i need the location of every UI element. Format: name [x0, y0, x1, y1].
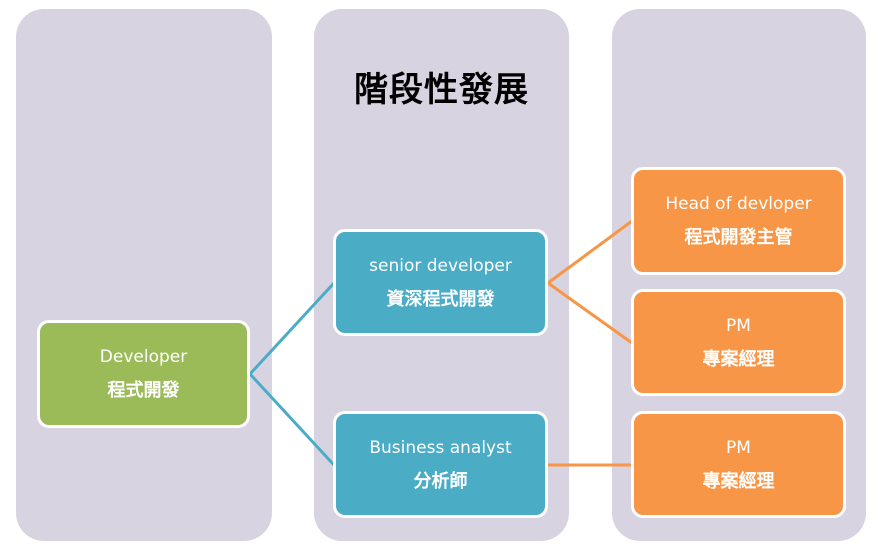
diagram-title: 階段性發展 — [354, 70, 529, 110]
node-business-analyst: Business analyst 分析師 — [333, 411, 548, 518]
node-label-zh: 專案經理 — [702, 470, 775, 492]
edge-senior-head — [547, 219, 633, 285]
node-label-en: PM — [726, 315, 751, 336]
edge-developer-ba — [248, 372, 336, 467]
node-label-en: PM — [726, 437, 751, 458]
node-head-of-developer: Head of devloper 程式開發主管 — [631, 167, 846, 275]
node-label-en: Business analyst — [369, 437, 512, 458]
node-label-zh: 程式開發主管 — [684, 227, 793, 248]
node-label-en: Head of devloper — [665, 194, 812, 214]
node-pm-from-senior: PM 專案經理 — [631, 289, 846, 396]
node-label-en: senior developer — [369, 255, 512, 276]
node-label-zh: 專案經理 — [702, 348, 775, 370]
node-label-zh: 分析師 — [413, 470, 468, 492]
edge-developer-senior — [248, 281, 336, 376]
node-senior-developer: senior developer 資深程式開發 — [333, 229, 548, 336]
node-pm-from-ba: PM 專案經理 — [631, 411, 846, 518]
node-developer: Developer 程式開發 — [37, 320, 250, 428]
stage-column-1 — [16, 9, 272, 541]
node-label-zh: 資深程式開發 — [386, 288, 495, 310]
edge-senior-pm — [547, 281, 633, 345]
node-label-en: Developer — [99, 347, 188, 367]
node-label-zh: 程式開發 — [107, 380, 180, 401]
